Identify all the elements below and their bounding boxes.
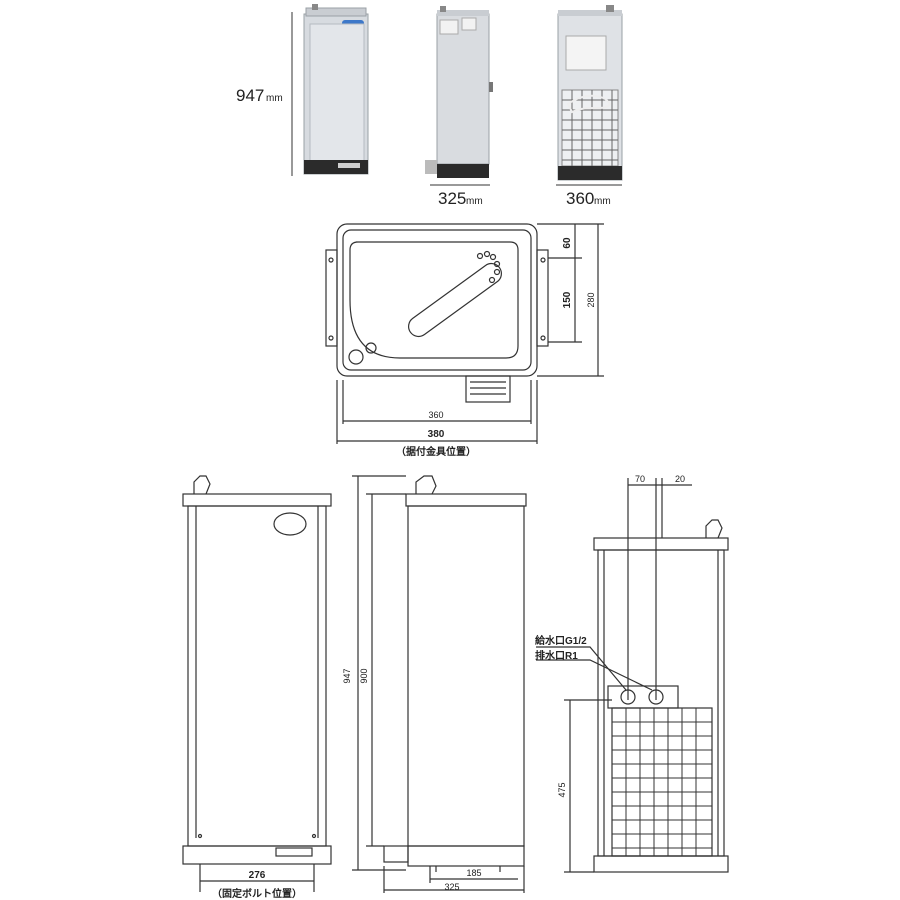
front-view-emblem <box>273 512 307 536</box>
top-dim-280: 280 <box>586 292 596 307</box>
top-dim-360: 360 <box>428 410 443 420</box>
photo-width-unit: mm <box>594 196 611 207</box>
top-dim-150: 150 <box>562 291 573 308</box>
top-view <box>325 223 604 444</box>
rear-view-grille <box>612 708 712 856</box>
photo-height-value: 947 <box>236 86 264 105</box>
top-view-caption: （据付金具位置） <box>396 445 476 458</box>
photo-height-unit: mm <box>266 93 283 104</box>
side-dim-947: 947 <box>342 668 352 683</box>
side-dim-185: 185 <box>466 868 481 878</box>
photo-rear: 360 mm <box>556 5 623 208</box>
top-view-drain-slot <box>407 262 503 338</box>
front-dim-276: 276 <box>249 870 266 881</box>
front-view-caption: （固定ボルト位置） <box>212 887 302 900</box>
rear-supply-label: 給水口G1/2 <box>535 634 587 647</box>
front-view <box>182 475 332 892</box>
rear-dim-20: 20 <box>675 474 685 484</box>
side-view <box>352 475 527 893</box>
photo-front: 947 mm <box>236 4 369 176</box>
side-dim-325: 325 <box>444 882 459 892</box>
photo-width-value: 360 <box>566 189 594 208</box>
rear-dim-70: 70 <box>635 474 645 484</box>
rear-drain-label: 排水口R1 <box>535 649 578 662</box>
side-dim-900: 900 <box>359 668 369 683</box>
photo-depth-value: 325 <box>438 189 466 208</box>
photo-side: 325 mm <box>425 6 493 208</box>
top-dim-60: 60 <box>562 237 573 249</box>
rear-dim-475: 475 <box>557 782 567 797</box>
top-dim-380: 380 <box>428 429 445 440</box>
top-view-nozzle-holes <box>476 250 501 284</box>
rear-view <box>536 478 729 873</box>
photo-depth-unit: mm <box>466 196 483 207</box>
